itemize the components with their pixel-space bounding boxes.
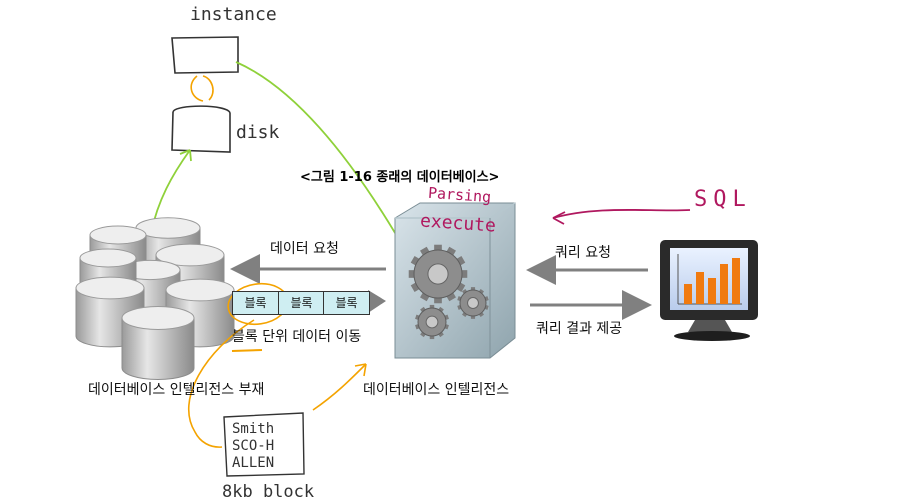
block-cell: 블록	[278, 292, 324, 314]
db-no-intelligence-label: 데이터베이스 인텔리전스 부재	[88, 379, 264, 399]
note-line: SCO-H	[232, 438, 274, 455]
note-text: Smith SCO-H ALLEN	[232, 421, 274, 472]
figure-title: <그림 1-16 종래의 데이터베이스>	[300, 166, 499, 185]
block-size-annotation: 8kb block	[222, 482, 314, 502]
underline-mark	[232, 350, 262, 351]
cylinder-top	[76, 277, 144, 299]
disk-annotation: disk	[236, 122, 279, 143]
cylinder-top	[166, 279, 234, 301]
instance-disk-loop	[191, 76, 213, 101]
sql-annotation: SQL	[694, 187, 752, 212]
block-cell: 블록	[233, 292, 278, 314]
note-line: ALLEN	[232, 455, 274, 472]
client-monitor-icon	[660, 240, 758, 341]
note-line: Smith	[232, 421, 274, 438]
instance-box	[172, 37, 238, 73]
block-transfer-label: 블록 단위 데이터 이동	[232, 326, 361, 346]
query-request-label: 쿼리 요청	[555, 242, 611, 262]
disk-sketch	[172, 106, 230, 152]
note-to-engine-arrow	[313, 364, 366, 410]
sql-handwriting-arrow	[553, 210, 690, 218]
cylinder-top	[80, 249, 136, 267]
database-cylinders	[76, 218, 234, 380]
block-strip-arrowhead	[368, 290, 386, 313]
db-intelligence-label: 데이터베이스 인텔리전스	[363, 379, 509, 399]
data-request-label: 데이터 요청	[270, 238, 339, 258]
instance-annotation: instance	[190, 4, 277, 25]
query-result-label: 쿼리 결과 제공	[536, 318, 622, 338]
cylinder-top	[122, 306, 194, 329]
block-strip: 블록 블록 블록	[232, 291, 370, 315]
instance-to-engine-arrow	[236, 62, 412, 262]
cylinder-top	[90, 226, 146, 244]
block-cell: 블록	[323, 292, 369, 314]
